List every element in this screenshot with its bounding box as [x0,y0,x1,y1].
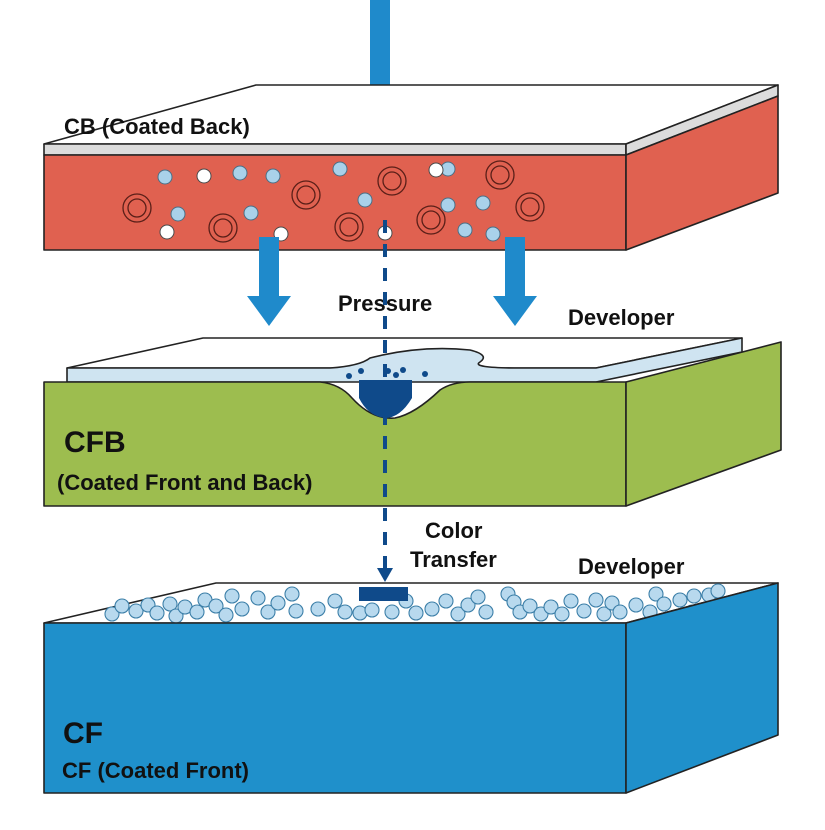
cb-microcapsules [122,160,545,243]
developer-bead [364,602,380,618]
developer-bead [424,601,440,617]
developer-bead [208,598,224,614]
developer-bead [310,601,326,617]
developer-bead [576,603,592,619]
developer-bead [686,588,702,604]
cf-short-label: CF [63,717,103,750]
developer-bead [543,599,559,615]
developer-bead [234,601,250,617]
cfb-coating [66,337,743,383]
developer-bead [460,597,476,613]
developer-bead [478,604,494,620]
developer-bead [224,588,240,604]
developer-bead [218,607,234,623]
cf-dye-mark [359,587,408,601]
cf-front-face [43,622,627,794]
developer-bead [408,605,424,621]
developer-bead [612,604,628,620]
developer-bead [284,586,300,602]
developer-bead [672,592,688,608]
developer-label-middle: Developer [568,305,675,330]
developer-bead [450,606,466,622]
cfb-label: (Coated Front and Back) [57,470,312,495]
cb-side-face [625,95,779,251]
cf-sheet [43,582,779,794]
dashed-arrow-down-icon [377,220,393,582]
developer-bead [250,590,266,606]
developer-label-bottom: Developer [578,554,685,579]
developer-bead [563,593,579,609]
developer-bead [656,596,672,612]
cfb-front-face [43,381,627,507]
developer-bead [337,604,353,620]
developer-bead [189,604,205,620]
developer-bead [327,593,343,609]
cfb-side-face [625,341,782,507]
developer-bead [648,586,664,602]
cb-developer-droplets [157,161,501,242]
developer-bead [149,605,165,621]
developer-bead [710,583,726,599]
developer-bead [628,597,644,613]
cb-sheet [43,84,779,251]
developer-bead [470,589,486,605]
color-transfer-label-line2: Transfer [410,547,497,572]
developer-bead [114,598,130,614]
developer-bead [270,595,286,611]
developer-bead [588,592,604,608]
pressure-arrow-right-icon [493,237,537,326]
cf-side-face [625,582,779,794]
cf-label: CF (Coated Front) [62,758,249,783]
developer-bead [104,606,120,622]
cb-label: CB (Coated Back) [64,114,250,139]
cb-coating-front [43,143,627,156]
pressure-arrow-left-icon [247,237,291,326]
developer-bead [522,598,538,614]
developer-bead [128,603,144,619]
developer-bead [260,604,276,620]
color-transfer-label-line1: Color [425,518,483,543]
cfb-short-label: CFB [64,426,126,459]
developer-bead [384,604,400,620]
developer-bead [288,603,304,619]
developer-bead [596,606,612,622]
developer-bead [438,593,454,609]
developer-bead [554,606,570,622]
cfb-sheet [43,337,782,507]
developer-bead [162,596,178,612]
